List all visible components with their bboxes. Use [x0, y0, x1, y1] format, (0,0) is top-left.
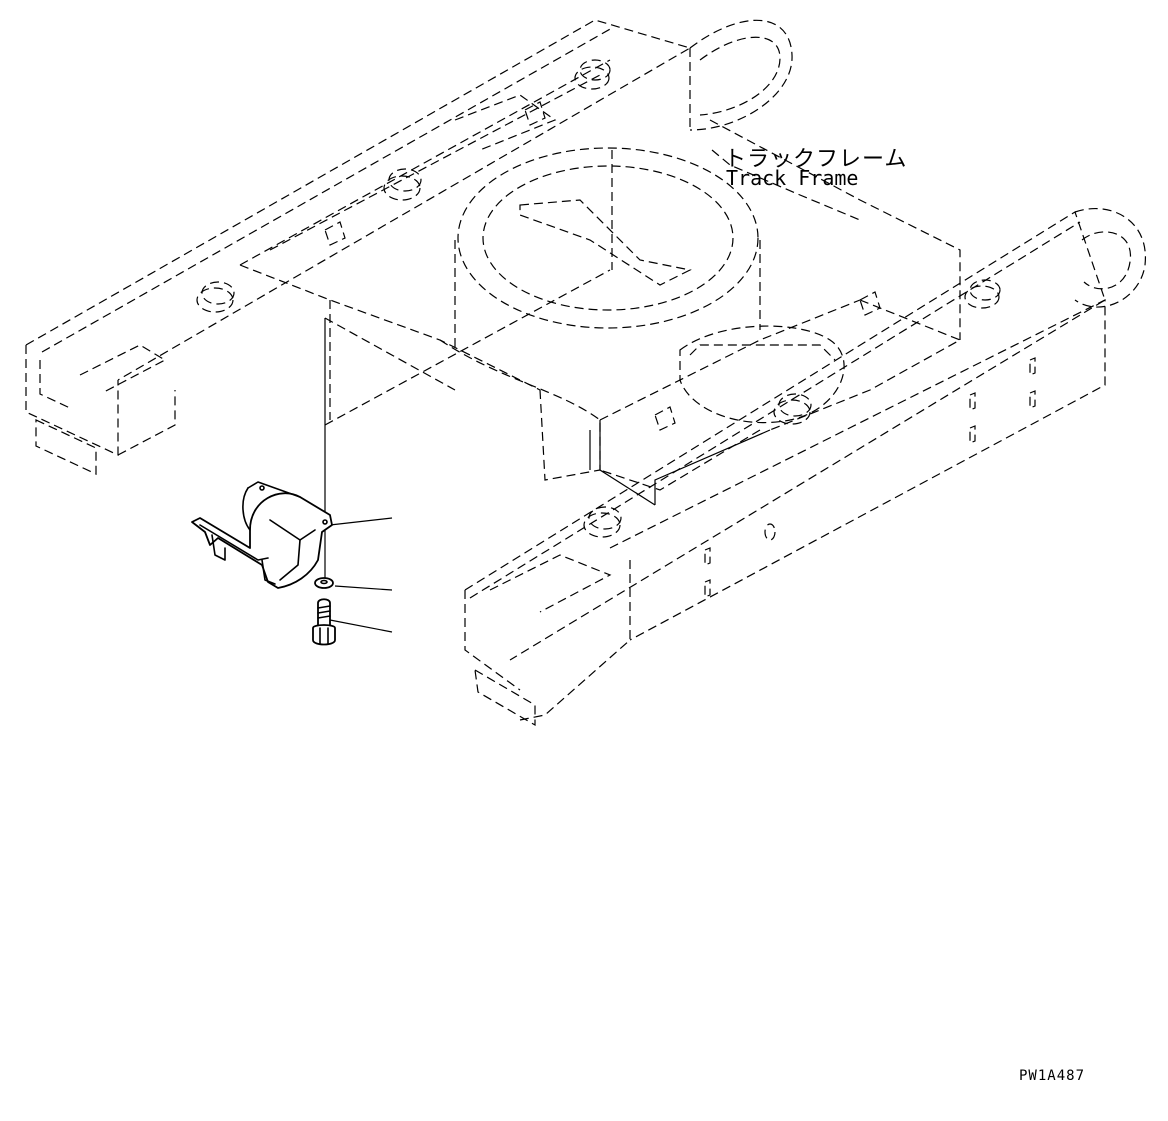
bolt-icon	[312, 598, 336, 646]
drawing-number: PW1A487	[1019, 1068, 1086, 1084]
track-frame-label-en: Track Frame	[726, 166, 859, 190]
leader-lines	[324, 149, 861, 633]
washer-icon	[314, 577, 334, 589]
track-frame-label-jp: トラックフレーム	[724, 147, 908, 172]
guard-bracket-icon	[191, 481, 333, 589]
track-frame-edges	[589, 420, 771, 506]
track-frame-outline	[25, 19, 1146, 727]
